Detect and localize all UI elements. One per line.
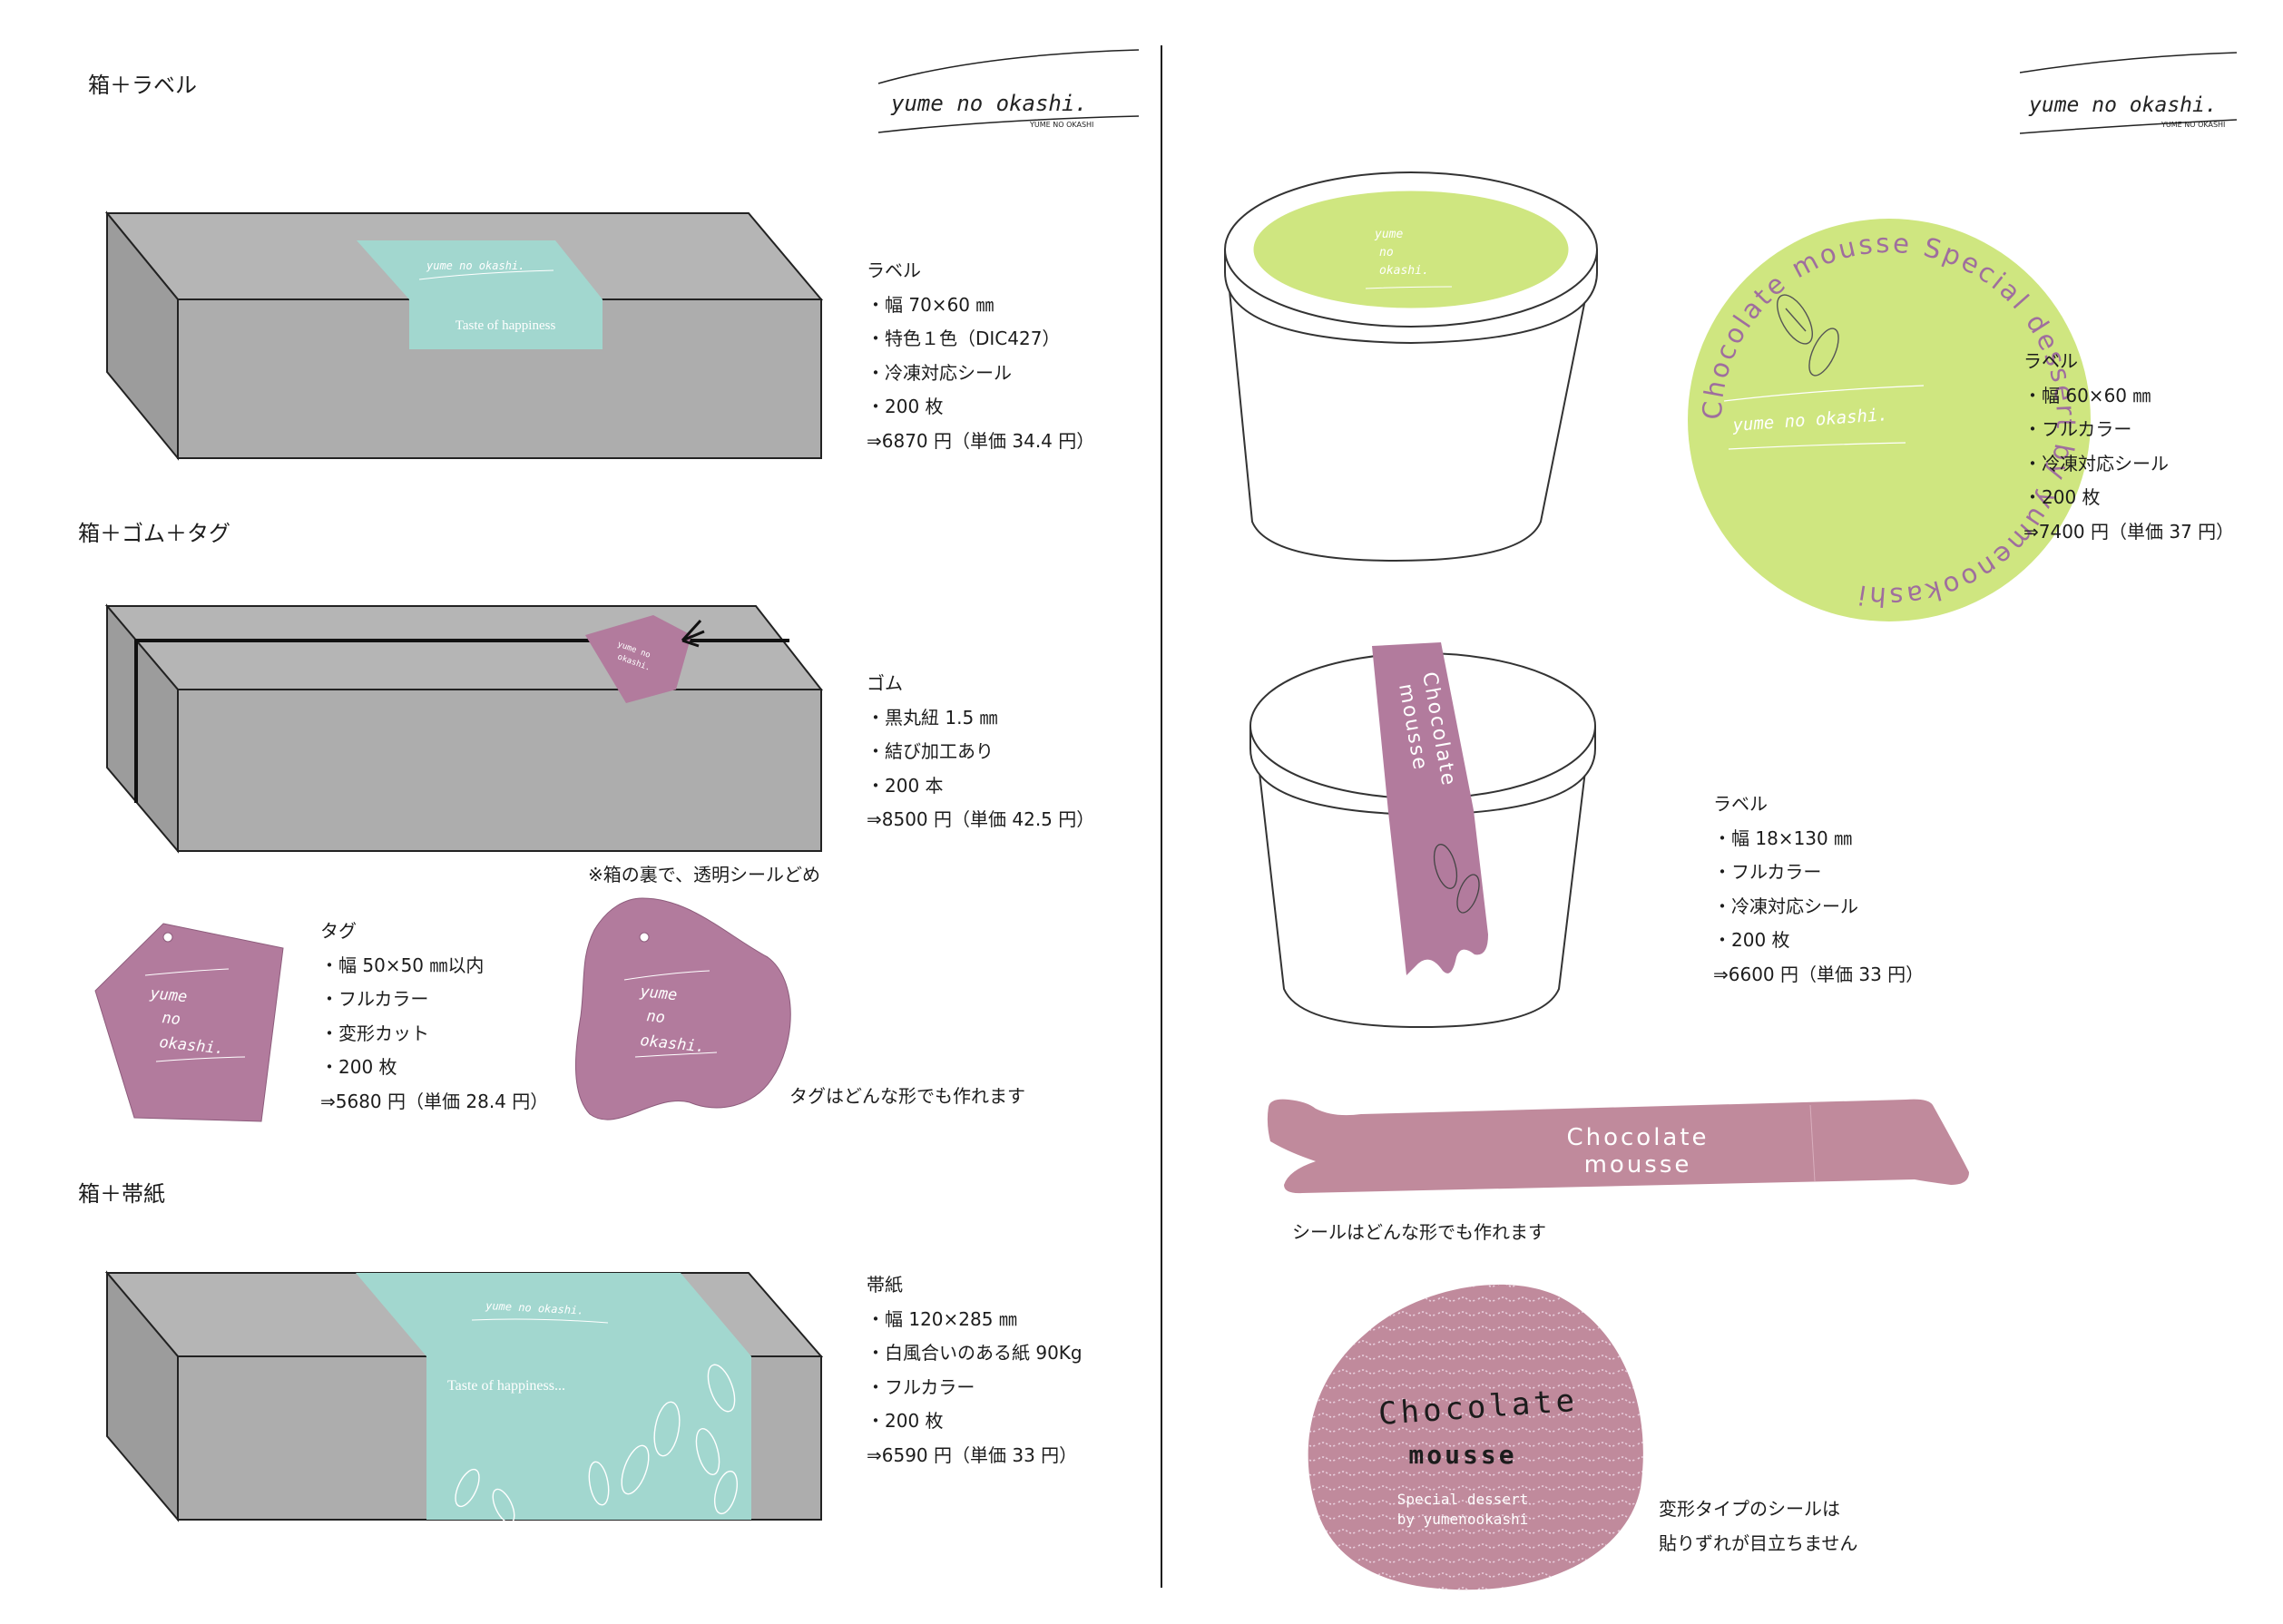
svg-text:mousse: mousse xyxy=(1408,1440,1516,1470)
svg-text:yume no okashi.: yume no okashi. xyxy=(426,259,524,272)
tag-pentagon: yume no okashi. xyxy=(94,923,284,1122)
box-with-label: yume no okashi. Taste of happiness xyxy=(104,210,824,461)
cup-with-strip-label: Chocolate mousse xyxy=(1249,642,1596,1029)
section-heading-box-label: 箱＋ラベル xyxy=(88,73,197,98)
svg-text:no: no xyxy=(645,1007,665,1027)
svg-text:yume no okashi.: yume no okashi. xyxy=(485,1299,584,1317)
tag-note: タグはどんな形でも作れます xyxy=(789,1085,1025,1107)
svg-text:yume: yume xyxy=(1374,228,1403,241)
box-with-band: yume no okashi. Taste of happiness... xyxy=(104,1270,824,1524)
svg-text:mousse: mousse xyxy=(1584,1151,1692,1179)
svg-text:yume: yume xyxy=(148,984,188,1006)
svg-text:no: no xyxy=(1379,246,1394,259)
svg-text:Chocolate: Chocolate xyxy=(1566,1124,1709,1151)
spec-strip-label: ラベル ・幅 18×130 ㎜ ・フルカラー ・冷凍対応シール ・200 枚 ⇒… xyxy=(1713,793,1925,985)
svg-text:YUME NO OKASHI: YUME NO OKASHI xyxy=(1029,121,1093,129)
svg-text:YUME NO OKASHI: YUME NO OKASHI xyxy=(2161,121,2225,129)
svg-text:okashi.: okashi. xyxy=(1379,264,1429,278)
svg-text:Taste of happiness: Taste of happiness xyxy=(456,318,556,333)
brand-logo-right: yume no okashi. YUME NO OKASHI xyxy=(2019,52,2238,134)
spec-circle-label: ラベル ・幅 60×60 ㎜ ・フルカラー ・冷凍対応シール ・200 枚 ⇒7… xyxy=(2023,350,2235,543)
blob-sticker: Chocolate mousse Special dessert by yume… xyxy=(1308,1284,1643,1590)
cup-with-lid-label: yume no okashi. xyxy=(1224,171,1598,563)
spec-label-box1: ラベル ・幅 70×60 ㎜ ・特色１色（DIC427） ・冷凍対応シール ・2… xyxy=(867,259,1095,452)
spec-tag: タグ ・幅 50×50 ㎜以内 ・フルカラー ・変形カット ・200 枚 ⇒56… xyxy=(320,920,549,1112)
svg-text:by yumenookashi: by yumenookashi xyxy=(1397,1511,1529,1528)
section-heading-box-rubber-tag: 箱＋ゴム＋タグ xyxy=(78,521,230,546)
brand-logo: yume no okashi. YUME NO OKASHI xyxy=(877,49,1140,133)
banner-sticker: Chocolate mousse xyxy=(1267,1099,1969,1194)
spec-band: 帯紙 ・幅 120×285 ㎜ ・白風合いのある紙 90Kg ・フルカラー ・2… xyxy=(867,1274,1083,1466)
banner-note: シールはどんな形でも作れます xyxy=(1292,1221,1546,1243)
tag-blob: yume no okashi. xyxy=(574,897,791,1120)
section-heading-box-band: 箱＋帯紙 xyxy=(78,1181,165,1207)
svg-text:Special dessert: Special dessert xyxy=(1397,1491,1529,1508)
box-with-rubber-tag: yume no okashi. xyxy=(104,603,824,854)
spec-rubber: ゴム ・黒丸紐 1.5 ㎜ ・結び加工あり ・200 本 ⇒8500 円（単価 … xyxy=(867,672,1095,830)
blob-note: 変形タイプのシールは 貼りずれが目立ちません xyxy=(1659,1498,1858,1554)
svg-text:yume no okashi.: yume no okashi. xyxy=(890,91,1088,116)
svg-text:Taste of happiness...: Taste of happiness... xyxy=(447,1378,565,1394)
svg-text:yume no okashi.: yume no okashi. xyxy=(2028,93,2218,117)
svg-text:no: no xyxy=(161,1009,181,1029)
svg-text:yume: yume xyxy=(638,983,678,1004)
rubber-note: ※箱の裏で、透明シールどめ xyxy=(588,864,820,885)
circle-label: Chocolate mousse Special dessert by yume… xyxy=(1688,219,2091,621)
